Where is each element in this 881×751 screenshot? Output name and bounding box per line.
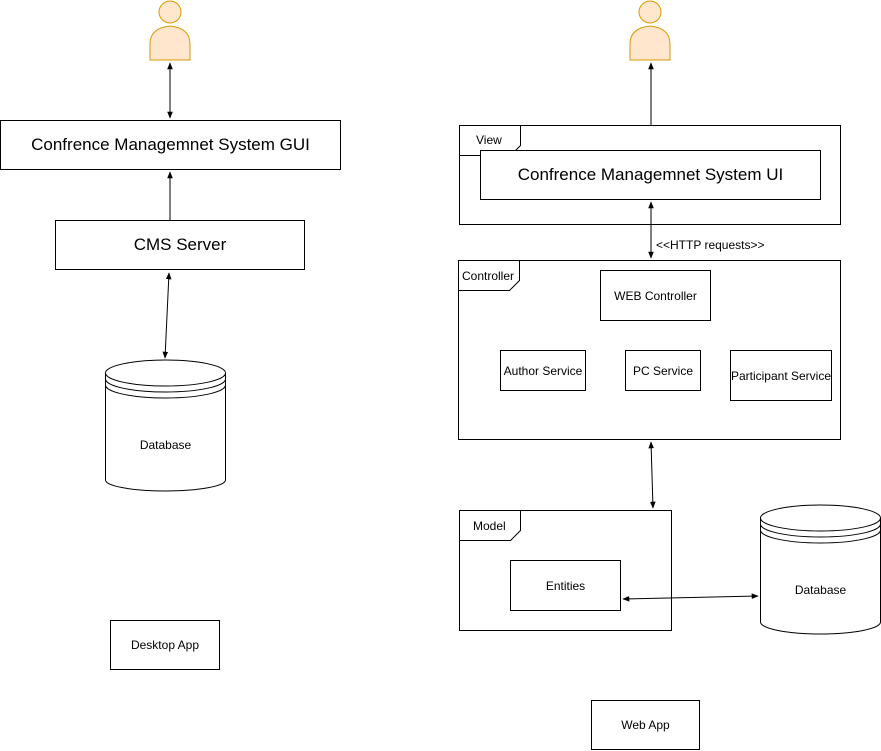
desktop-gui-box [0, 120, 341, 170]
desktop-database-cylinder-icon [105, 359, 226, 492]
cms-server-box [55, 220, 305, 270]
web-app-box [591, 700, 700, 750]
controller-model-arrow [648, 441, 656, 509]
desktop-app-box [110, 620, 220, 670]
web-database-cylinder-icon [760, 504, 881, 635]
pc-service-box [625, 350, 701, 391]
web-ui-box [480, 150, 821, 200]
entities-box [510, 560, 621, 611]
participant-service-box [730, 350, 832, 401]
desktop-user-actor-icon [149, 0, 191, 61]
entities-database-arrow [622, 593, 759, 602]
web-user-actor-icon [629, 0, 671, 61]
author-service-box [500, 350, 586, 391]
server-database-arrow [162, 272, 172, 359]
web-controller-box [600, 270, 711, 321]
